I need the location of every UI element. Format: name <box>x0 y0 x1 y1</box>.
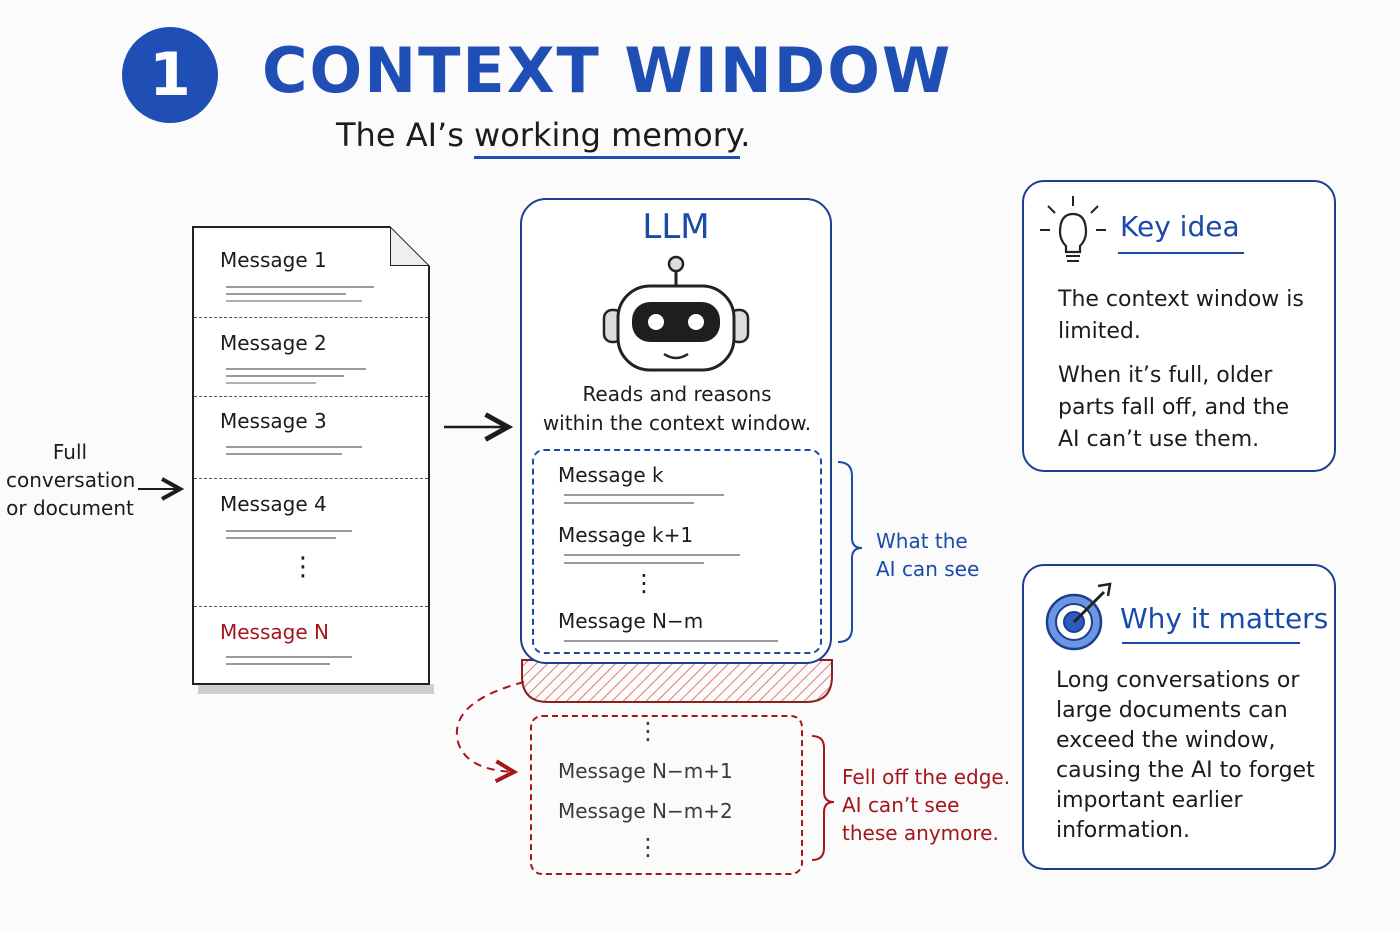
context-window-box: Message k Message k+1 ⋮ Message N−m <box>532 449 822 654</box>
target-icon <box>1045 582 1112 651</box>
input-label-line: or document <box>6 496 134 520</box>
text-scribble <box>226 530 352 539</box>
page-fold-icon <box>390 226 430 266</box>
subtitle-suffix: . <box>740 116 751 154</box>
key-idea-card: Key idea The context window is limited. … <box>1022 180 1336 472</box>
input-label: Full conversation or document <box>6 438 136 522</box>
fall-off-arrow <box>455 681 525 772</box>
text-scribble <box>564 494 724 504</box>
document-last-message: Message N <box>220 620 329 644</box>
window-message: Message N−m <box>558 609 704 633</box>
fell-off-note-line: Fell off the edge. <box>842 765 1011 789</box>
fell-off-ellipsis: ⋮ <box>636 833 660 861</box>
document-ellipsis: ⋮ <box>290 552 316 582</box>
window-message: Message k <box>558 463 664 487</box>
key-idea-text-1: The context window is limited. <box>1058 287 1304 344</box>
llm-caption-line: Reads and reasons <box>582 382 772 406</box>
divider <box>194 396 428 397</box>
divider <box>194 478 428 479</box>
divider <box>194 317 428 318</box>
why-it-matters-title: Why it matters <box>1120 602 1329 635</box>
robot-icon <box>602 255 750 372</box>
text-scribble <box>226 446 362 455</box>
fell-off-ellipsis: ⋮ <box>636 717 660 745</box>
page-title: CONTEXT WINDOW <box>262 34 953 107</box>
input-label-line: conversation <box>6 468 136 492</box>
doc-shadow <box>198 684 434 694</box>
step-number-badge: 1 <box>122 27 218 123</box>
document-message: Message 2 <box>220 331 327 355</box>
llm-title: LLM <box>642 207 710 247</box>
fell-off-note-line: these anymore. <box>842 821 999 845</box>
document-message: Message 3 <box>220 409 327 433</box>
llm-panel <box>520 198 832 664</box>
title-underline <box>1122 642 1300 644</box>
input-label-line: Full <box>52 440 88 464</box>
key-idea-text-2: When it’s full, older parts fall off, an… <box>1058 363 1290 452</box>
visible-note-line: AI can see <box>876 557 980 581</box>
fell-off-note: Fell off the edge. AI can’t see these an… <box>842 763 1010 847</box>
text-scribble <box>226 656 352 665</box>
llm-caption: Reads and reasons within the context win… <box>528 380 826 438</box>
overflow-edge <box>521 659 833 703</box>
document-message: Message 1 <box>220 248 327 272</box>
window-message: Message k+1 <box>558 523 694 547</box>
text-scribble <box>226 368 366 384</box>
lightbulb-icon <box>1040 196 1106 262</box>
document-sheet: Message 1 Message 2 Message 3 Message 4 … <box>192 226 430 685</box>
subtitle-prefix: The AI’s <box>336 116 475 154</box>
key-idea-title: Key idea <box>1120 210 1240 243</box>
subtitle-highlight: working memory <box>474 116 741 159</box>
title-underline <box>1118 252 1244 254</box>
fell-off-box: ⋮ Message N−m+1 Message N−m+2 ⋮ <box>530 715 803 875</box>
llm-caption-line: within the context window. <box>542 411 812 435</box>
fell-off-note-line: AI can’t see <box>842 793 960 817</box>
text-scribble <box>226 286 374 302</box>
visible-note-line: What the <box>876 529 968 553</box>
text-scribble <box>564 640 778 642</box>
visible-bracket <box>837 461 863 643</box>
window-ellipsis: ⋮ <box>632 569 656 597</box>
document-message: Message 4 <box>220 492 327 516</box>
fell-off-message: Message N−m+1 <box>558 759 733 783</box>
why-it-matters-card: Why it matters Long conversations or lar… <box>1022 564 1336 870</box>
text-scribble <box>564 554 740 564</box>
fell-off-message: Message N−m+2 <box>558 799 733 823</box>
fell-off-bracket <box>811 735 835 861</box>
page-subtitle: The AI’s working memory. <box>336 116 751 159</box>
visible-note: What the AI can see <box>876 527 979 583</box>
divider <box>194 606 428 607</box>
why-it-matters-text: Long conversations or large documents ca… <box>1056 668 1315 843</box>
